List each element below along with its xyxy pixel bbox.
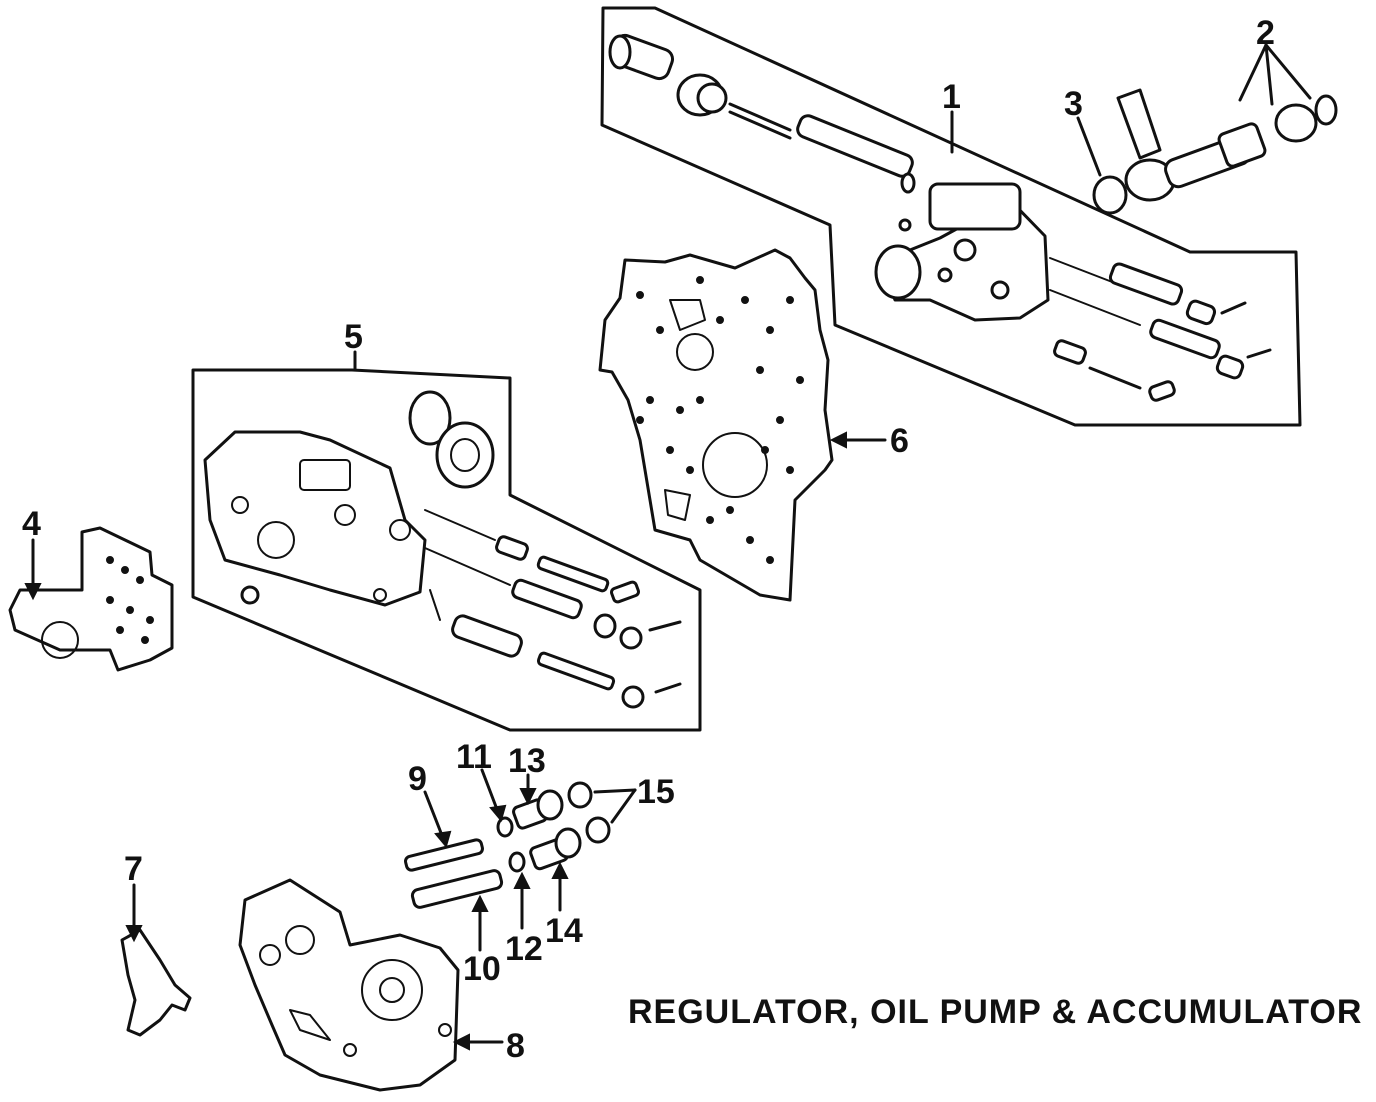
callout-8: 8 <box>506 1027 525 1065</box>
regulator-valves <box>1049 257 1272 402</box>
regulator-valve-body <box>874 182 1050 322</box>
callout-14: 14 <box>545 912 583 950</box>
accumulator-valves <box>424 509 682 709</box>
callout-3: 3 <box>1064 85 1083 123</box>
callout-5: 5 <box>344 318 363 356</box>
callout-10: 10 <box>463 950 501 988</box>
callout-15: 15 <box>637 773 675 811</box>
diagram-caption: REGULATOR, OIL PUMP & ACCUMULATOR <box>628 993 1362 1031</box>
callout-12: 12 <box>505 930 543 968</box>
callout-9: 9 <box>408 760 427 798</box>
regulator-assembly-group <box>600 6 1302 427</box>
oil-pump-part-8 <box>238 878 504 1092</box>
seal-ring-part-3 <box>1076 116 1128 215</box>
callout-labels: 1 2 3 4 5 6 7 8 9 10 11 12 13 14 15 <box>22 14 1275 1065</box>
spring-set <box>676 73 916 194</box>
separator-plate-part-6 <box>598 248 887 602</box>
callout-4: 4 <box>22 505 41 543</box>
callout-2: 2 <box>1256 14 1275 52</box>
bracket-part-7 <box>120 883 192 1037</box>
accumulator-valve-body <box>203 430 427 607</box>
accumulator-frame <box>191 368 702 732</box>
plate-part-4 <box>8 526 174 672</box>
callout-11: 11 <box>456 738 492 776</box>
regulator-frame <box>600 6 1302 427</box>
callout-13: 13 <box>508 742 546 780</box>
plate-holes <box>636 276 804 564</box>
accumulator-assembly-group <box>191 350 702 732</box>
plug-sleeve <box>608 33 675 81</box>
callout-6: 6 <box>890 422 909 460</box>
callout-7: 7 <box>124 850 143 888</box>
pump-gears <box>408 390 495 489</box>
shaft-part-2 <box>1116 43 1338 202</box>
callout-1: 1 <box>942 78 961 116</box>
small-parts <box>404 768 637 952</box>
